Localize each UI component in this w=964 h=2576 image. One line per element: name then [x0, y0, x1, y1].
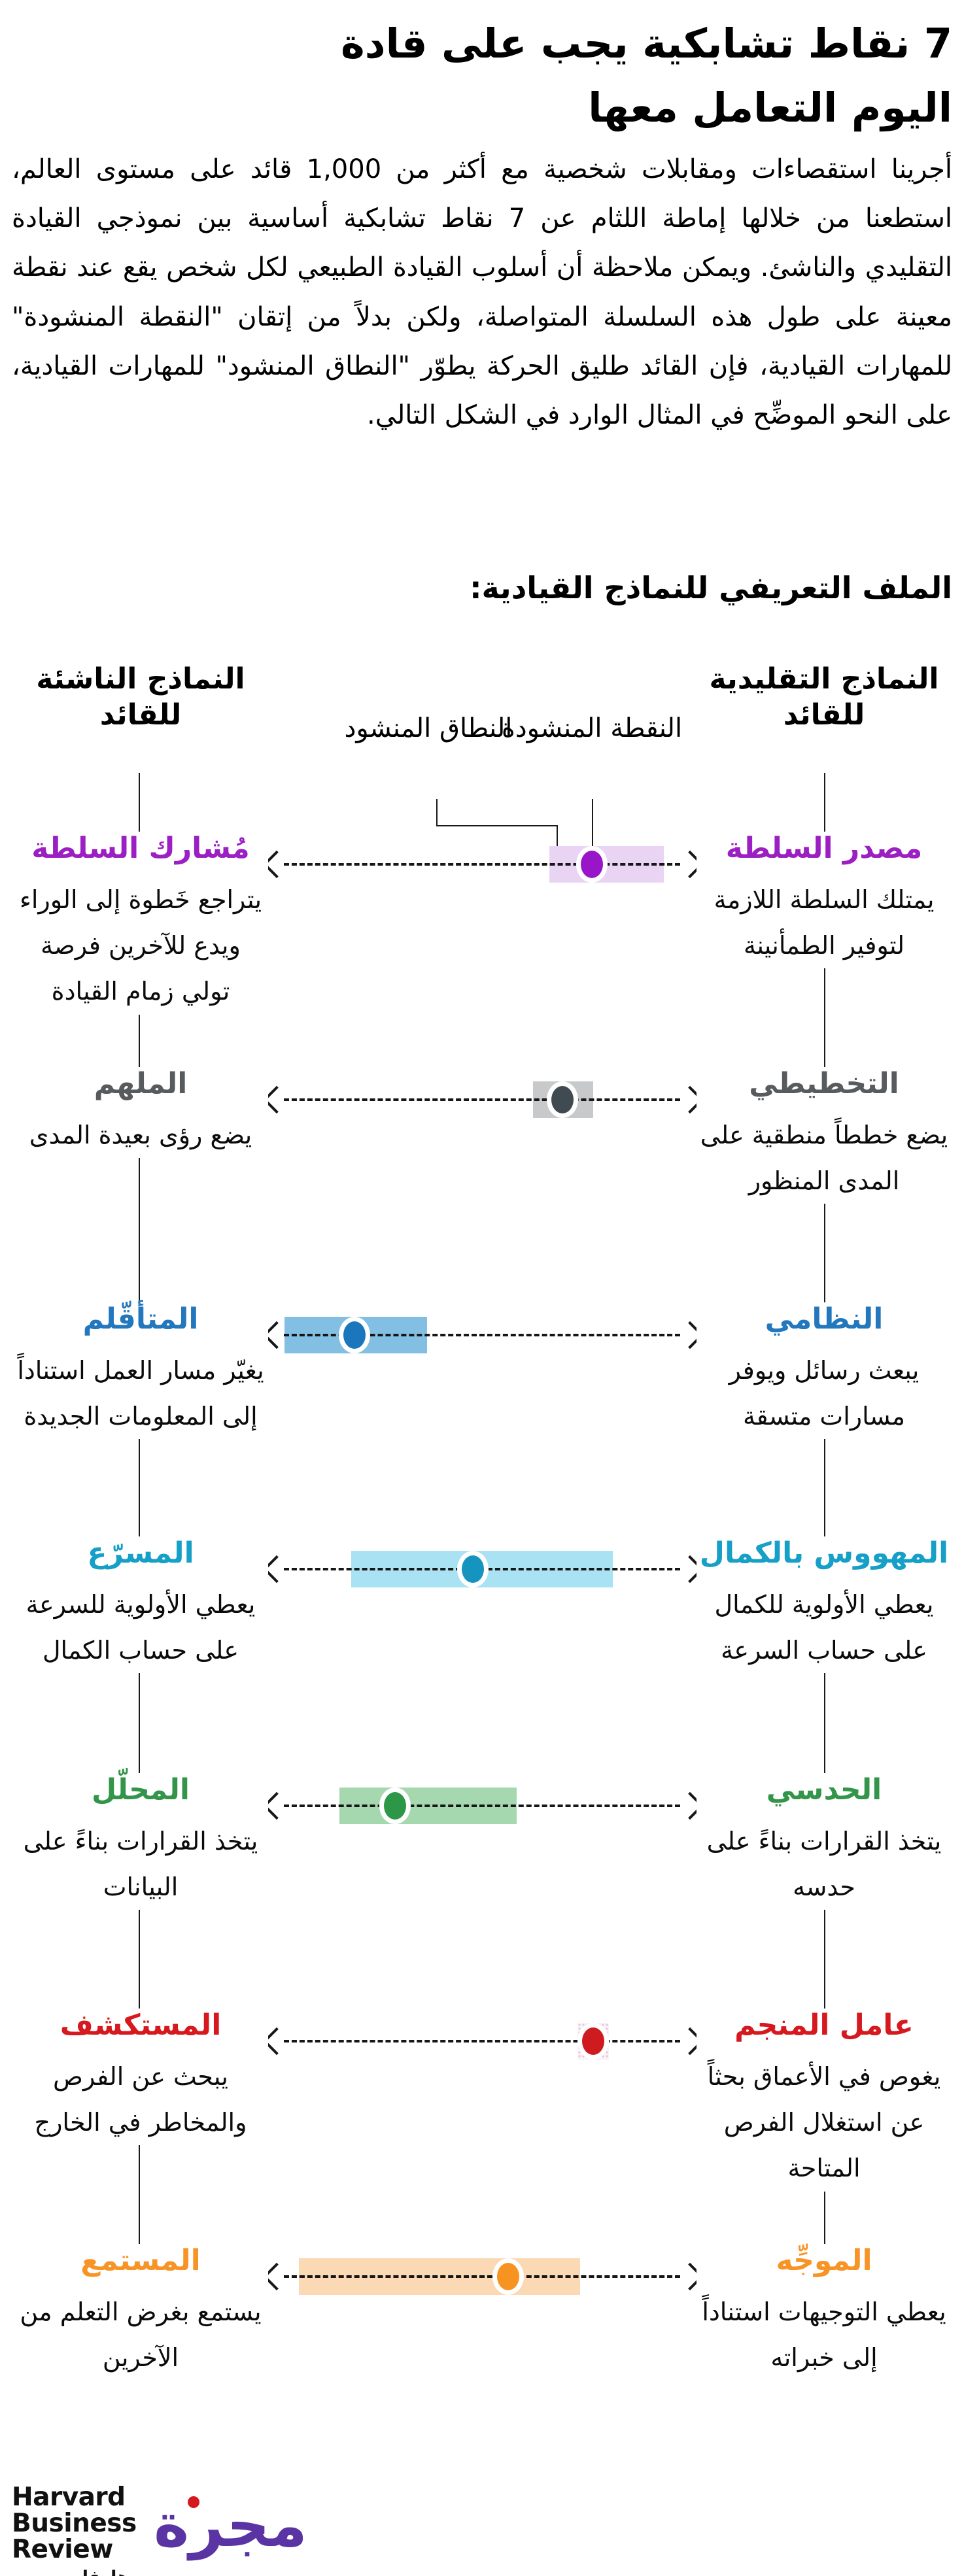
traditional-model-label: المهووس بالكمال: [699, 1536, 949, 1570]
emerging-model-block: مُشارك السلطة يتراجع خَطوة إلى الوراء وي…: [13, 832, 268, 1015]
hbr-logo-arabic: هارفارد بزنس ريفيو: [12, 2568, 129, 2576]
right-column-chain-line: [824, 773, 825, 2245]
page-title: 7 نقاط تشابكية يجب على قادة اليوم التعام…: [341, 20, 953, 131]
traditional-model-block: عامل المنجم يغوص في الأعماق بحثاً عن است…: [697, 2008, 952, 2192]
header-emerging-models: النماذج الناشئة للقائد: [16, 662, 265, 734]
traditional-model-block: النظامي يبعث رسائل ويوفر مسارات متسقة: [697, 1302, 952, 1440]
traditional-model-description: يبعث رسائل ويوفر مسارات متسقة: [729, 1355, 920, 1431]
traditional-model-block: الموجِّه يعطي التوجيهات استناداً إلى خبر…: [697, 2244, 952, 2381]
traditional-model-label: عامل المنجم: [734, 2008, 914, 2042]
hbr-logo-line2: Business: [12, 2508, 137, 2538]
emerging-model-block: الملهم يضع رؤى بعيدة المدى: [13, 1067, 268, 1159]
emerging-model-label: المستمع: [80, 2244, 201, 2277]
traditional-model-label: التخطيطي: [749, 1067, 899, 1100]
emerging-model-block: المحلّل يتخذ القرارات بناءً على البيانات: [13, 1773, 268, 1910]
desired-point-dot: [492, 2258, 524, 2295]
traditional-model-label: الحدسي: [766, 1773, 882, 1806]
range-connector-vertical-top: [436, 799, 438, 826]
traditional-model-label: النظامي: [765, 1302, 884, 1336]
spectrum-dashed-line: [284, 2275, 680, 2278]
desired-point-dot: [457, 1551, 489, 1587]
desired-range-label: النطاق المنشود: [344, 713, 513, 743]
emerging-model-block: المستكشف يبحث عن الفرص والمخاطر في الخار…: [13, 2008, 268, 2146]
traditional-model-description: يمتلك السلطة اللازمة لتوفير الطمأنينة: [714, 885, 935, 960]
range-connector-horizontal: [436, 825, 558, 826]
desired-point-dot: [576, 846, 608, 883]
desired-point-label: النقطة المنشودة: [501, 713, 683, 743]
left-column-chain-line: [139, 773, 140, 2245]
spectrum-dashed-line: [284, 1098, 680, 1101]
emerging-model-description: يغيّر مسار العمل استناداً إلى المعلومات …: [17, 1355, 264, 1431]
traditional-model-description: يغوص في الأعماق بحثاً عن استغلال الفرص ا…: [707, 2061, 941, 2183]
emerging-model-label: المحلّل: [91, 1773, 190, 1806]
desired-point-dot: [379, 1788, 411, 1824]
emerging-model-label: المتأقّلم: [82, 1302, 199, 1336]
desired-point-dot: [547, 1081, 578, 1118]
majarra-logo-wordmark: مجرة: [154, 2490, 307, 2560]
traditional-model-label: الموجِّه: [776, 2244, 872, 2277]
emerging-model-block: المستمع يستمع بغرض التعلم من الآخرين: [13, 2244, 268, 2381]
spectrum-dashed-line: [284, 863, 680, 866]
spectrum-dashed-line: [284, 1334, 680, 1336]
desired-point-dot: [577, 2023, 609, 2059]
traditional-model-block: المهووس بالكمال يعطي الأولوية للكمال على…: [697, 1536, 952, 1674]
header-traditional-models: النماذج التقليدية للقائد: [700, 662, 948, 734]
emerging-model-block: المتأقّلم يغيّر مسار العمل استناداً إلى …: [13, 1302, 268, 1440]
majarra-logo: مجرة: [154, 2492, 307, 2571]
traditional-model-block: الحدسي يتخذ القرارات بناءً على حدسه: [697, 1773, 952, 1910]
emerging-model-label: مُشارك السلطة: [31, 832, 250, 865]
traditional-model-description: يعطي التوجيهات استناداً إلى خبراته: [702, 2297, 946, 2373]
spectrum-dashed-line: [284, 2040, 680, 2042]
intro-paragraph: أجرينا استقصاءات ومقابلات شخصية مع أكثر …: [12, 154, 953, 430]
traditional-model-description: يضع خططاً منطقية على المدى المنظور: [700, 1120, 948, 1196]
desired-point-dot: [339, 1317, 370, 1353]
emerging-model-description: يبحث عن الفرص والمخاطر في الخارج: [34, 2061, 247, 2137]
emerging-model-description: يضع رؤى بعيدة المدى: [29, 1120, 252, 1149]
traditional-model-block: مصدر السلطة يمتلك السلطة اللازمة لتوفير …: [697, 832, 952, 969]
emerging-model-description: يتخذ القرارات بناءً على البيانات: [23, 1826, 258, 1902]
emerging-model-description: يستمع بغرض التعلم من الآخرين: [20, 2297, 262, 2373]
traditional-model-label: مصدر السلطة: [725, 832, 923, 865]
figure-title: الملف التعريفي للنماذج القيادية:: [470, 570, 952, 605]
emerging-model-description: يعطي الأولوية للسرعة على حساب الكمال: [26, 1589, 256, 1665]
majarra-logo-red-dot-icon: [188, 2496, 199, 2508]
hbr-logo-line3: Review: [12, 2534, 113, 2564]
spectrum-dashed-line: [284, 1805, 680, 1807]
range-connector-vertical-bottom: [557, 825, 558, 847]
emerging-model-description: يتراجع خَطوة إلى الوراء ويدع للآخرين فرص…: [19, 885, 262, 1006]
traditional-model-description: يتخذ القرارات بناءً على حدسه: [706, 1826, 942, 1902]
hbr-logo: Harvard Business Review هارفارد بزنس ريف…: [12, 2484, 137, 2576]
traditional-model-description: يعطي الأولوية للكمال على حساب السرعة: [714, 1589, 934, 1665]
emerging-model-label: المستكشف: [60, 2008, 222, 2042]
traditional-model-block: التخطيطي يضع خططاً منطقية على المدى المن…: [697, 1067, 952, 1204]
hbr-logo-line1: Harvard: [12, 2483, 126, 2512]
emerging-model-block: المسرّع يعطي الأولوية للسرعة على حساب ال…: [13, 1536, 268, 1674]
point-connector-vertical: [592, 799, 593, 851]
emerging-model-label: المسرّع: [87, 1536, 194, 1570]
emerging-model-label: الملهم: [94, 1067, 188, 1100]
